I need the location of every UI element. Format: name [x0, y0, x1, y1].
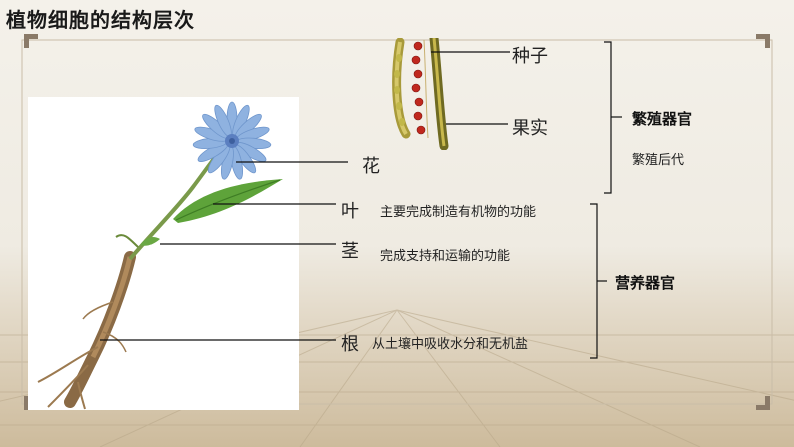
desc-root: 从土壤中吸收水分和无机盐 — [372, 337, 529, 352]
label-flower: 花 — [362, 156, 380, 177]
label-stem: 茎 — [341, 241, 359, 262]
label-leaf: 叶 — [341, 201, 359, 222]
group-reproductive-note: 繁殖后代 — [632, 153, 685, 168]
label-seed: 种子 — [512, 46, 548, 67]
label-root: 根 — [341, 334, 359, 355]
plant-photo — [28, 97, 299, 410]
desc-leaf: 主要完成制造有机物的功能 — [380, 205, 537, 220]
desc-stem: 完成支持和运输的功能 — [380, 249, 511, 264]
group-reproductive-title: 繁殖器官 — [632, 110, 693, 128]
seed-pod-illustration — [392, 38, 449, 150]
page-title: 植物细胞的结构层次 — [6, 8, 195, 32]
label-fruit: 果实 — [512, 118, 548, 139]
root-illustration — [37, 251, 136, 410]
group-vegetative-title: 营养器官 — [615, 274, 676, 292]
